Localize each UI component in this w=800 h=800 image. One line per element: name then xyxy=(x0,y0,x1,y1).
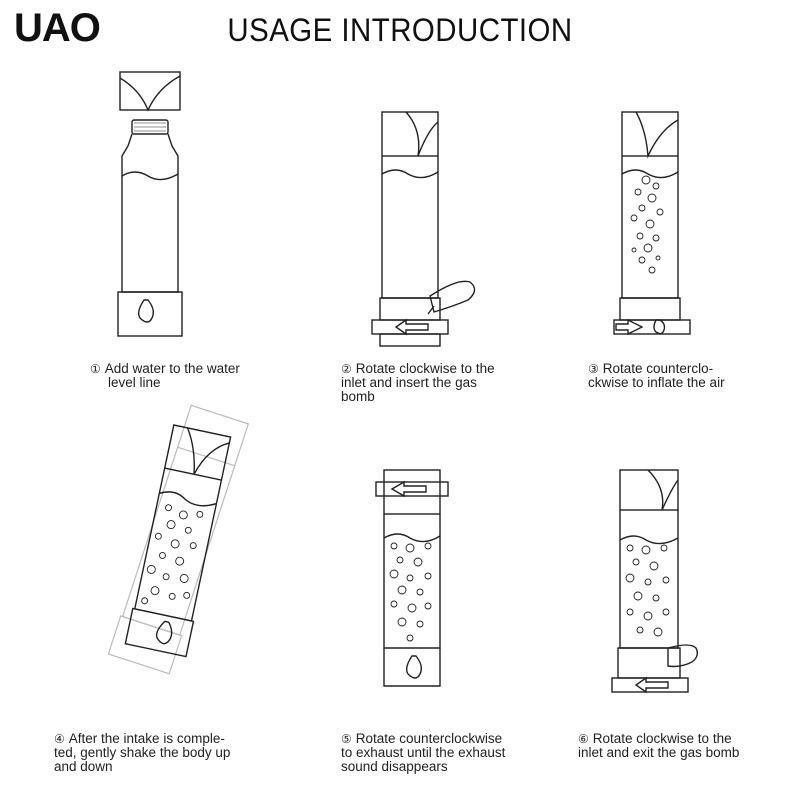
step-3-number: ③ xyxy=(588,362,599,376)
step-3-illustration xyxy=(556,100,776,336)
bottle-remove-gas-bomb-icon xyxy=(611,469,699,694)
step-2-number: ② xyxy=(341,362,352,376)
step-2-line-3: bomb xyxy=(341,389,375,404)
step-1-number: ① xyxy=(90,362,101,376)
step-6-line-2: inlet and exit the gas bomb xyxy=(578,745,740,760)
step-2-line-2: inlet and insert the gas xyxy=(341,375,477,390)
bottle-with-cap-off-icon xyxy=(117,71,183,337)
step-2-line-1: Rotate clockwise to the xyxy=(355,361,495,376)
step-5-illustration xyxy=(310,462,530,687)
step-6-illustration xyxy=(556,462,776,694)
step-4-illustration xyxy=(60,395,280,675)
step-5-line-3: sound disappears xyxy=(341,759,448,774)
bottle-shaking-icon xyxy=(107,404,250,675)
brand-logo: UAO xyxy=(14,6,101,50)
step-4-line-3: and down xyxy=(54,759,113,774)
step-1-line-2: level line xyxy=(108,375,161,390)
step-3-line-1: Rotate counterclo- xyxy=(602,361,714,376)
step-4-line-1: After the intake is comple- xyxy=(68,731,225,746)
step-6-number: ⑥ xyxy=(578,732,589,746)
bottle-insert-gas-bomb-icon xyxy=(371,111,476,347)
page-title: USAGE INTRODUCTION xyxy=(227,12,573,48)
step-1-illustration xyxy=(40,60,260,337)
step-1-line-1: Add water to the water xyxy=(104,361,240,376)
step-4-number: ④ xyxy=(54,732,65,746)
step-5-line-2: to exhaust until the exhaust xyxy=(341,745,506,760)
bottle-exhaust-icon xyxy=(375,469,449,687)
bottle-inflate-bubbles-icon xyxy=(613,111,691,336)
step-5-line-1: Rotate counterclockwise xyxy=(355,731,503,746)
step-2-illustration xyxy=(310,100,530,347)
step-3-line-2: ckwise to inflate the air xyxy=(588,375,725,390)
step-5-number: ⑤ xyxy=(341,732,352,746)
step-4-line-2: ted, gently shake the body up xyxy=(54,745,231,760)
step-6-line-1: Rotate clockwise to the xyxy=(592,731,732,746)
